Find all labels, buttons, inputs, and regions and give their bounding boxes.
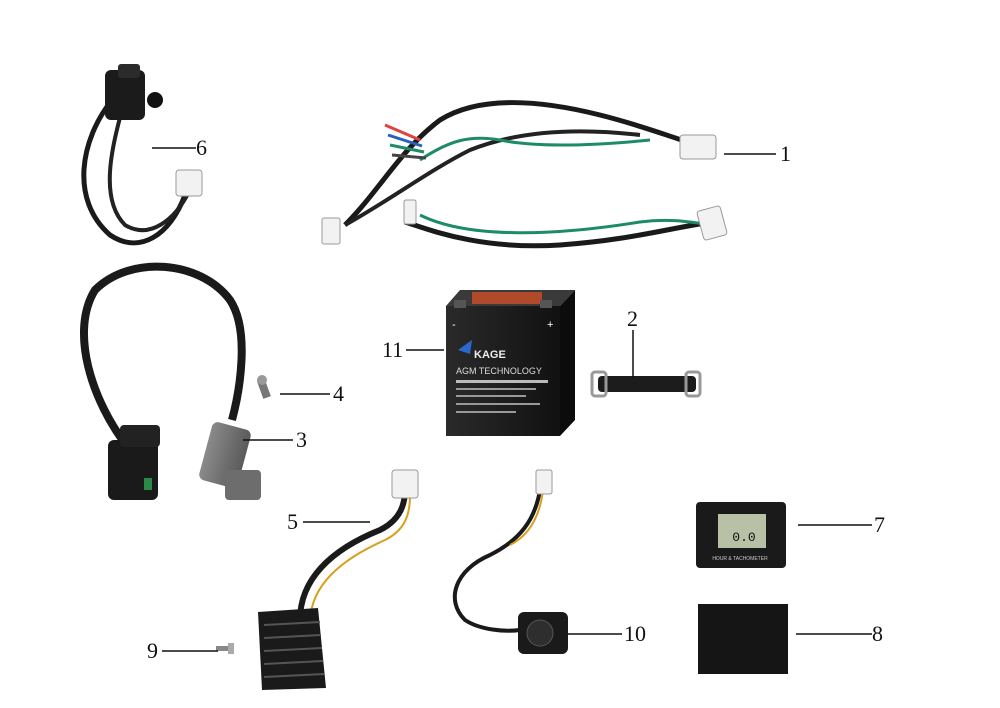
callout-10: 10 xyxy=(624,621,646,646)
bolt-part-4 xyxy=(257,375,271,399)
callout-4: 4 xyxy=(333,381,344,406)
callout-6: 6 xyxy=(196,135,207,160)
svg-text:+: + xyxy=(547,319,553,331)
callout-1: 1 xyxy=(780,141,791,166)
meter-caption: HOUR & TACHOMETER xyxy=(712,556,768,562)
ignition-switch xyxy=(81,64,203,246)
callout-7: 7 xyxy=(874,512,885,537)
adhesive-pad xyxy=(698,604,788,674)
hour-tachometer: 0.0 HOUR & TACHOMETER xyxy=(696,502,786,568)
callout-3: 3 xyxy=(296,427,307,452)
callout-11: 11 xyxy=(382,337,404,362)
callout-9: 9 xyxy=(147,638,158,663)
regulator-rectifier xyxy=(258,469,419,690)
battery: - + KAGE AGM TECHNOLOGY xyxy=(446,290,575,436)
svg-text:-: - xyxy=(452,319,456,331)
callout-2: 2 xyxy=(627,306,638,331)
meter-reading: 0.0 xyxy=(732,530,755,545)
screw-part-9 xyxy=(216,643,234,654)
callout-8: 8 xyxy=(872,621,883,646)
wiring-harness xyxy=(321,100,728,249)
battery-line: AGM TECHNOLOGY xyxy=(456,366,542,376)
battery-brand: KAGE xyxy=(474,349,506,361)
ignition-coil xyxy=(80,262,261,500)
leader-lines xyxy=(152,147,872,652)
battery-strap xyxy=(590,370,702,398)
sensor xyxy=(452,469,568,654)
callout-5: 5 xyxy=(287,509,298,534)
